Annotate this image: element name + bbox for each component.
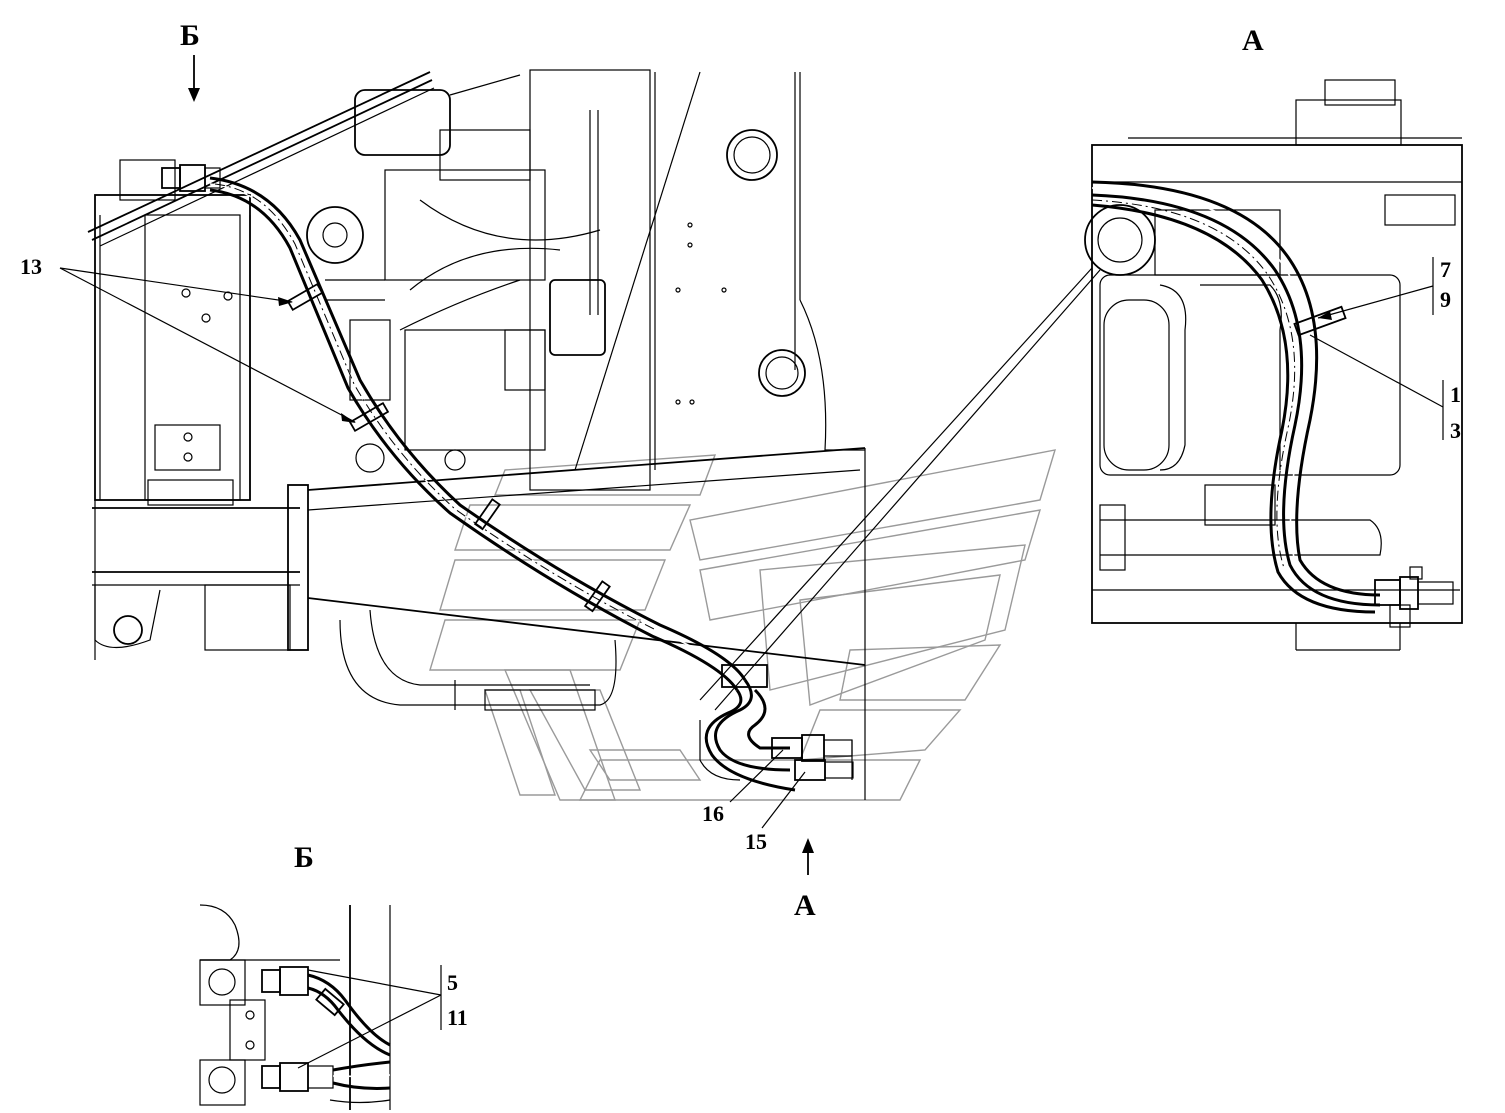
cab-panel bbox=[574, 71, 865, 471]
detail-a-leader bbox=[699, 267, 1093, 701]
callout-7-label: 7 bbox=[1440, 257, 1451, 282]
callout-3-label: 3 bbox=[1450, 418, 1461, 443]
callout-13-label: 13 bbox=[20, 254, 42, 279]
callout-1-label: 1 bbox=[1450, 382, 1461, 407]
view-b-arrow bbox=[188, 55, 200, 102]
detail-a-title: А bbox=[1242, 24, 1264, 57]
view-a-arrow bbox=[802, 838, 814, 875]
callout-16-label: 16 bbox=[702, 801, 724, 826]
hose-clamps bbox=[286, 282, 611, 613]
callout-9-label: 9 bbox=[1440, 287, 1451, 312]
detail-a-leader-2 bbox=[714, 269, 1101, 711]
view-a-arrow-label: А bbox=[794, 889, 816, 922]
watermark-logo bbox=[429, 449, 1057, 801]
engine-assembly bbox=[306, 69, 651, 491]
callout-15-leader bbox=[761, 771, 806, 829]
callout-11-label: 11 bbox=[447, 1005, 468, 1030]
hose-bundle-main bbox=[209, 176, 796, 792]
upper-frame-rail bbox=[87, 71, 435, 247]
callout-16-leader bbox=[729, 749, 784, 803]
detail-view-b: Б 5 11 bbox=[199, 841, 468, 1110]
detail-view-a: А bbox=[1084, 24, 1463, 651]
lower-tank bbox=[339, 609, 741, 781]
callout-13 bbox=[59, 267, 356, 423]
main-view: Б А 13 16 15 bbox=[20, 19, 1101, 922]
callout-5-label: 5 bbox=[447, 970, 458, 995]
callout-15-label: 15 bbox=[745, 829, 767, 854]
view-b-arrow-label: Б bbox=[180, 19, 200, 52]
top-fitting bbox=[161, 164, 221, 192]
detail-b-title: Б bbox=[294, 841, 314, 874]
